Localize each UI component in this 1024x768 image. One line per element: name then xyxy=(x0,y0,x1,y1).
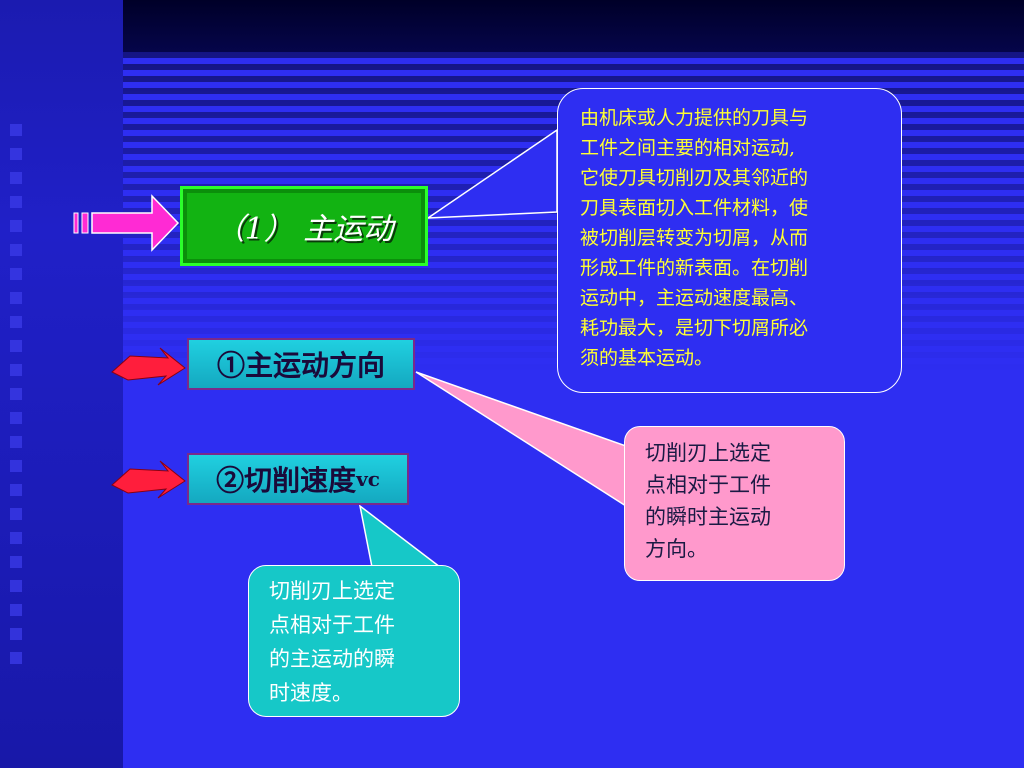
callout-line: 点相对于工件 xyxy=(645,473,771,497)
callout-line: 耗功最大，是切下切屑所必 xyxy=(580,317,809,339)
left-decor-strip xyxy=(0,0,123,768)
callout-line: 工件之间主要的相对运动, xyxy=(580,137,796,159)
decor-square xyxy=(10,340,22,352)
decor-square xyxy=(10,412,22,424)
cutting-speed-label: ②切削速度 xyxy=(216,464,357,497)
callout-line: 的主运动的瞬 xyxy=(269,647,395,671)
decor-square xyxy=(10,556,22,568)
main-motion-label: （1） 主运动 xyxy=(214,212,394,247)
callout-line: 形成工件的新表面。在切削 xyxy=(580,257,809,279)
decor-square xyxy=(10,652,22,664)
main-motion-box: （1） 主运动 xyxy=(180,186,428,266)
direction-label-box: ①主运动方向 xyxy=(187,338,415,390)
decor-square xyxy=(10,148,22,160)
callout-line: 被切削层转变为切屑，从而 xyxy=(580,227,809,249)
decor-square xyxy=(10,244,22,256)
decor-square xyxy=(10,364,22,376)
callout-line: 的瞬时主运动 xyxy=(645,505,771,529)
callout-line: 时速度。 xyxy=(269,681,353,705)
decor-square xyxy=(10,460,22,472)
speed-callout: 切削刃上选定 点相对于工件 的主运动的瞬 时速度。 xyxy=(248,565,460,717)
decor-square xyxy=(10,436,22,448)
decor-square xyxy=(10,124,22,136)
decor-square xyxy=(10,220,22,232)
decor-square xyxy=(10,532,22,544)
decor-square xyxy=(10,604,22,616)
decor-square xyxy=(10,172,22,184)
callout-line: 刀具表面切入工件材料，使 xyxy=(580,197,809,219)
callout-line: 须的基本运动。 xyxy=(580,347,714,369)
top-dark-band xyxy=(123,0,1024,52)
decor-square xyxy=(10,316,22,328)
definition-callout: 由机床或人力提供的刀具与 工件之间主要的相对运动, 它使刀具切削刃及其邻近的 刀… xyxy=(557,88,902,393)
callout-line: 点相对于工件 xyxy=(269,613,395,637)
decor-square xyxy=(10,292,22,304)
direction-label: ①主运动方向 xyxy=(216,349,385,382)
decor-square xyxy=(10,508,22,520)
callout-line: 它使刀具切削刃及其邻近的 xyxy=(580,167,809,189)
callout-line: 运动中，主运动速度最高、 xyxy=(580,287,809,309)
decor-square xyxy=(10,196,22,208)
decor-square xyxy=(10,484,22,496)
callout-line: 方向。 xyxy=(645,537,708,561)
decor-square xyxy=(10,628,22,640)
callout-line: 切削刃上选定 xyxy=(269,579,395,603)
cutting-speed-symbol: vc xyxy=(356,467,380,491)
callout-line: 由机床或人力提供的刀具与 xyxy=(580,107,809,129)
decor-square xyxy=(10,268,22,280)
decor-square xyxy=(10,388,22,400)
decor-square xyxy=(10,580,22,592)
direction-callout: 切削刃上选定 点相对于工件 的瞬时主运动 方向。 xyxy=(624,426,845,581)
callout-line: 切削刃上选定 xyxy=(645,441,771,465)
